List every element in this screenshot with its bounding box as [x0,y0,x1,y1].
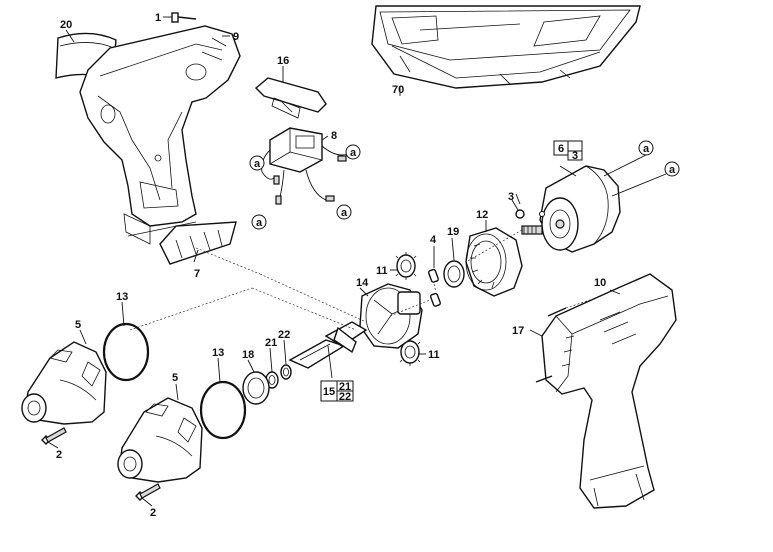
assembly-lines [129,229,523,331]
svg-text:6: 6 [558,143,564,155]
part-15-spindle [288,321,368,379]
svg-text:21: 21 [339,381,351,393]
part-1-screw [163,12,197,23]
callout-5-bottom: 5 [172,372,178,384]
callout-17: 17 [512,325,524,337]
wire-marker-a1: a [249,155,265,171]
callout-11-top: 11 [376,265,388,277]
callout-13-bottom: 13 [212,347,224,359]
callout-1: 1 [155,12,161,24]
wire-marker-a4: a [336,204,352,220]
callout-22: 22 [278,329,290,341]
callout-8: 8 [331,130,337,142]
callout-7: 7 [194,268,200,280]
wire-marker-a6: a [638,140,654,156]
part-13-o-ring-top [102,322,150,382]
part-14-planet-carrier [359,283,431,349]
callout-14: 14 [356,277,369,289]
callout-10: 10 [594,277,606,289]
part-2-screw-top [41,427,67,449]
boxed-callout-15-21-22: 15 21 22 [320,380,354,403]
callout-18: 18 [242,349,254,361]
part-8-switch [261,127,349,205]
svg-text:a: a [341,207,348,219]
callout-5-top: 5 [75,319,81,331]
part-7-switch-holder [159,221,237,265]
callout-4: 4 [430,234,437,246]
callout-16: 16 [277,55,289,67]
svg-text:22: 22 [339,391,351,403]
svg-text:a: a [350,147,357,159]
callout-3: 3 [508,191,514,203]
part-10-housing-half [541,273,677,509]
part-12-ring-gear [465,227,523,297]
callout-13-top: 13 [116,291,128,303]
part-11-planet-gear-top [395,252,417,280]
wire-marker-a7: a [664,161,680,177]
callout-leaders [79,35,621,401]
part-2-screw-bottom [135,483,161,507]
part-16-trigger [254,77,327,119]
callout-2-top: 2 [56,449,62,461]
part-22-o-ring [280,364,292,380]
callout-12: 12 [476,209,488,221]
callout-9: 9 [233,31,239,43]
part-17-long-screws [529,299,591,383]
part-9-housing-half [79,25,241,245]
part-11-planet-gear-bottom [399,338,421,366]
part-4-pins [427,246,441,307]
svg-text:15: 15 [323,386,335,398]
part-13-o-ring-bottom [199,380,247,440]
part-5-hammer-housing-top [21,341,107,425]
wire-marker-a3: a [251,214,267,230]
callout-70: 70 [392,84,404,96]
part-6-motor [521,153,667,253]
part-70-carry-case [371,5,641,89]
callout-21: 21 [265,337,277,349]
part-5-hammer-housing-bottom [117,397,203,483]
svg-text:a: a [254,158,261,170]
wire-marker-a2: a [345,144,361,160]
part-3-pinion [511,199,525,219]
callout-2-bottom: 2 [150,507,156,519]
callout-20: 20 [60,19,72,31]
callout-labels: 1 9 20 16 8 7 70 3 12 19 4 11 14 11 10 1… [56,12,606,519]
svg-text:a: a [256,217,263,229]
part-18-bearing-washer [242,371,270,405]
svg-text:3: 3 [572,150,578,162]
part-19-washer [443,237,465,288]
svg-text:a: a [643,143,650,155]
svg-text:a: a [669,164,676,176]
callout-11-bottom: 11 [428,349,440,361]
callout-19: 19 [447,226,459,238]
boxed-callout-6-3: 6 3 [553,140,583,162]
